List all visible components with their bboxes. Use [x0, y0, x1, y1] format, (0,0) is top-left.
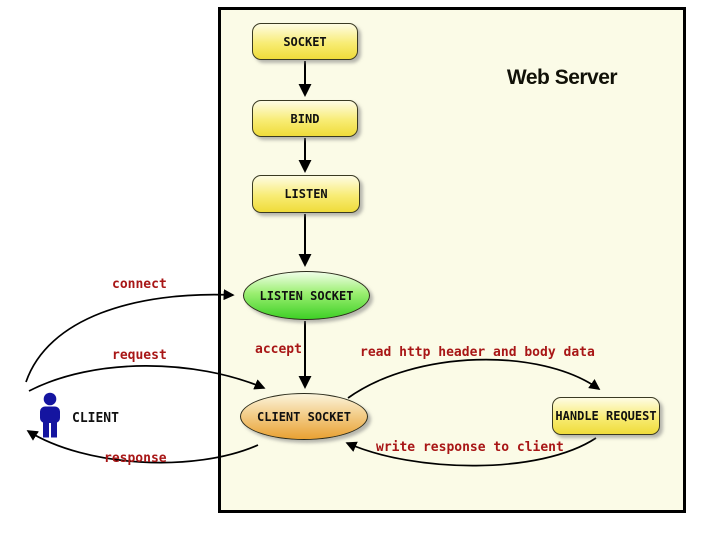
- client-actor-label: CLIENT: [72, 411, 119, 426]
- edge-label-accept: accept: [255, 342, 302, 357]
- edge-connect: [25, 289, 235, 383]
- node-listen: LISTEN: [252, 175, 360, 213]
- node-listen-socket: LISTEN SOCKET: [243, 271, 370, 320]
- edge-label-request: request: [112, 348, 167, 363]
- edge-label-read-http: read http header and body data: [360, 345, 595, 360]
- web-server-title: Web Server: [506, 66, 618, 89]
- client-person-icon: [40, 392, 60, 438]
- edge-write-response: [345, 437, 597, 467]
- node-socket: SOCKET: [252, 23, 358, 60]
- edge-response: [26, 430, 259, 464]
- edge-label-connect: connect: [112, 277, 167, 292]
- edge-label-write-response: write response to client: [376, 440, 564, 455]
- curved-arrows: [25, 289, 601, 467]
- node-bind: BIND: [252, 100, 358, 137]
- node-client-socket: CLIENT SOCKET: [240, 393, 368, 440]
- edge-request: [28, 365, 266, 392]
- node-handle-request: HANDLE REQUEST: [552, 397, 660, 435]
- edge-label-response: response: [104, 451, 167, 466]
- edge-read-http: [347, 358, 601, 399]
